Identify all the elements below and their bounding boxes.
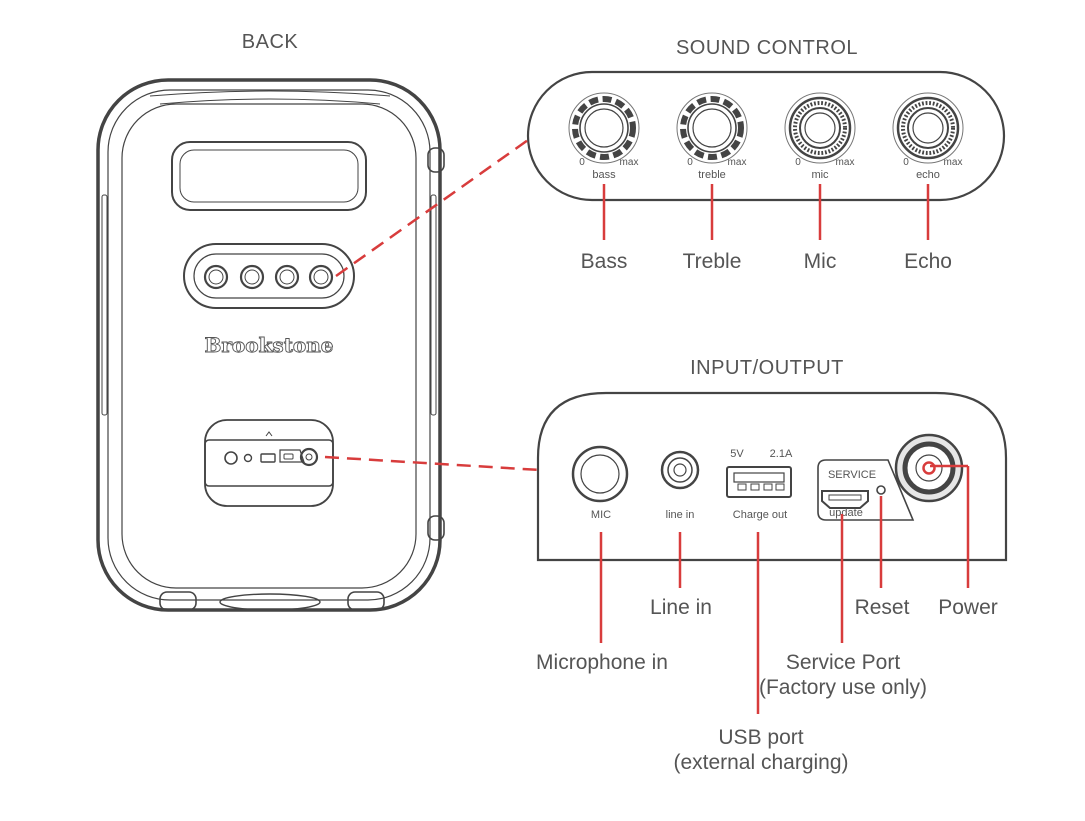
knob-small-label: mic xyxy=(811,169,829,181)
mic-port-label: MIC xyxy=(591,509,611,521)
service-label: SERVICE xyxy=(828,469,876,481)
service-port-frame xyxy=(817,459,915,521)
back-knob-icon-2 xyxy=(239,264,265,290)
usb-port-icon xyxy=(726,466,792,498)
line-in-jack-icon xyxy=(660,450,700,490)
input-output-heading: INPUT/OUTPUT xyxy=(690,357,844,379)
mic-jack-icon xyxy=(571,445,629,503)
echo-callout: Echo xyxy=(904,250,952,273)
knob-max-label: max xyxy=(620,157,639,168)
line-in-port-label: line in xyxy=(666,509,695,521)
back-knob-icon-1 xyxy=(203,264,229,290)
knob-small-label: bass xyxy=(592,169,616,181)
microphone-in-callout: Microphone in xyxy=(536,651,668,674)
knob-max-label: max xyxy=(728,157,747,168)
sound-control-panel xyxy=(526,70,1006,202)
service-port-callout: Service Port xyxy=(786,651,901,674)
update-label: update xyxy=(829,507,863,519)
knob-min-label: 0 xyxy=(579,157,585,168)
speaker-back: Brookstone xyxy=(96,78,445,612)
back-power-icon xyxy=(299,447,319,467)
line-in-callout: Line in xyxy=(650,596,712,619)
back-mic-jack-icon xyxy=(224,451,238,465)
knob-min-label: 0 xyxy=(903,157,909,168)
knob-min-label: 0 xyxy=(795,157,801,168)
knob-min-label: 0 xyxy=(687,157,693,168)
usb-port-callout: USB port xyxy=(718,726,803,749)
reset-callout: Reset xyxy=(855,596,910,619)
mic-callout: Mic xyxy=(804,250,837,273)
treble-callout: Treble xyxy=(683,250,742,273)
knob-small-label: echo xyxy=(916,169,940,181)
back-heading: BACK xyxy=(242,31,299,53)
knob-plate-leader xyxy=(335,138,529,278)
back-knob-icon-3 xyxy=(274,264,300,290)
bass-callout: Bass xyxy=(581,250,628,273)
service-port-callout-sub: (Factory use only) xyxy=(759,676,927,699)
power-callout: Power xyxy=(938,596,998,619)
usb-voltage-label: 5V xyxy=(730,448,744,460)
knob-max-label: max xyxy=(944,157,963,168)
usb-current-label: 2.1A xyxy=(770,448,793,460)
knob-max-label: max xyxy=(836,157,855,168)
io-recess-leader xyxy=(324,455,541,472)
sound-control-heading: SOUND CONTROL xyxy=(676,37,858,59)
service-port-icon xyxy=(821,490,869,509)
back-usb-icon xyxy=(260,453,276,463)
usb-port-label: Charge out xyxy=(733,509,787,521)
brand-logo: Brookstone xyxy=(204,333,333,357)
input-output-panel xyxy=(536,391,1008,562)
knob-small-label: treble xyxy=(698,169,726,181)
usb-port-callout-sub: (external charging) xyxy=(673,751,848,774)
back-knob-icon-4 xyxy=(308,264,334,290)
reset-button-icon xyxy=(876,485,886,495)
back-linein-jack-icon xyxy=(243,453,253,463)
